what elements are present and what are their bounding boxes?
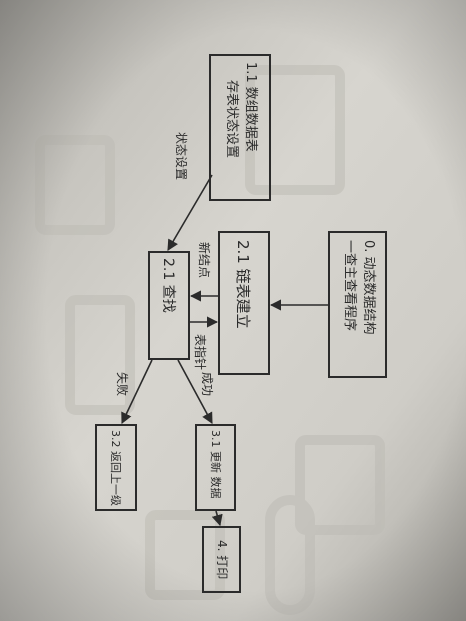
box2-text: 2.1 链表建立 bbox=[234, 240, 252, 329]
edge-label-state-setting: 状态设置 bbox=[174, 132, 188, 180]
box1-line2: 存表状态设置 bbox=[224, 80, 239, 158]
box0-line1: 0. 动态数据结构 bbox=[361, 240, 376, 335]
edge-label-failure: 失败 bbox=[115, 372, 130, 396]
box-print bbox=[202, 526, 241, 593]
box6-text: 4. 打印 bbox=[215, 540, 229, 579]
box3-text: 2.1 查找 bbox=[160, 258, 176, 313]
arrow-array-to-search bbox=[167, 174, 213, 251]
edge-label-success: 成功 bbox=[200, 372, 214, 396]
box-array-table bbox=[209, 54, 271, 201]
edge-label-new-node: 新结点 bbox=[197, 242, 212, 278]
box0-line2: 一查主查看程序 bbox=[342, 240, 358, 331]
box-return bbox=[95, 424, 137, 511]
box-list-build bbox=[218, 231, 270, 375]
arrow-search-to-return bbox=[121, 359, 153, 425]
edge-label-table-pointer: 表指针 bbox=[193, 334, 208, 370]
arrow-search-to-update bbox=[177, 359, 213, 424]
arrow-update-to-print bbox=[211, 510, 223, 527]
box1-line1: 1.1 数组数据表 bbox=[243, 62, 258, 152]
box-search bbox=[148, 251, 190, 360]
box-update bbox=[195, 424, 236, 511]
box4-text: 3.1 更新 数据 bbox=[209, 430, 223, 499]
box5-text: 3.2 返回上一级 bbox=[109, 430, 122, 506]
